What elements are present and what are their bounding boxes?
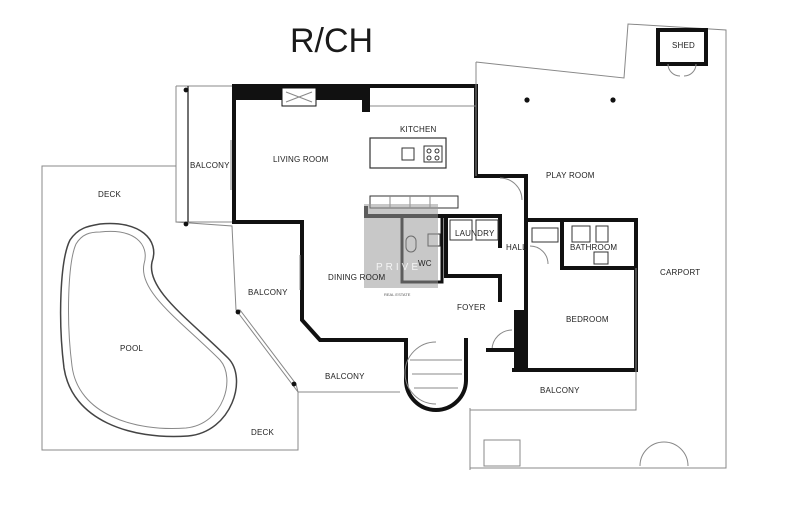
- room-label-deck-bottom: DECK: [251, 428, 274, 437]
- room-label-carport: CARPORT: [660, 268, 700, 277]
- washer: [449, 219, 473, 241]
- room-label-shed: SHED: [672, 41, 695, 50]
- sink: [401, 147, 415, 161]
- pool-shape: [59, 222, 238, 438]
- spiral-stair: [404, 341, 437, 405]
- burner: [434, 155, 440, 161]
- kitchen-island: [369, 137, 447, 169]
- stair-tower: [404, 338, 468, 412]
- bath-toilet: [571, 225, 591, 243]
- room-label-kitchen: KITCHEN: [400, 125, 437, 134]
- room-label-laundry: LAUNDRY: [455, 229, 495, 238]
- burner: [426, 155, 432, 161]
- post-marker: [183, 221, 189, 227]
- room-label-pool: POOL: [120, 344, 143, 353]
- room-label-bathroom: BATHROOM: [570, 243, 617, 252]
- room-label-living-room: LIVING ROOM: [273, 155, 329, 164]
- bath-shower: [593, 251, 609, 265]
- balcony-mid-outline: [236, 309, 400, 393]
- wall-pillar: [362, 86, 370, 112]
- post-marker: [610, 97, 616, 103]
- watermark-subtitle: REAL ESTATE: [384, 292, 411, 297]
- deck-outline: [41, 165, 299, 451]
- watermark-logo: [364, 204, 438, 288]
- room-label-bedroom: BEDROOM: [566, 315, 609, 324]
- gate: [483, 439, 521, 467]
- room-label-wc: WC: [418, 259, 432, 268]
- watermark-brand: PRIVE: [376, 262, 421, 273]
- cooktop: [423, 145, 443, 163]
- shed-walls: [656, 28, 708, 66]
- shed-doors: [667, 63, 697, 77]
- room-label-balcony-south: BALCONY: [325, 372, 365, 381]
- door-swing: [499, 177, 523, 201]
- post-marker: [524, 97, 530, 103]
- door-swing: [491, 329, 513, 351]
- bath-sink: [595, 225, 609, 243]
- room-label-balcony-west: BALCONY: [190, 161, 230, 170]
- post-marker: [235, 309, 241, 315]
- room-label-deck-top: DECK: [98, 190, 121, 199]
- hall-cabinet: [531, 227, 559, 243]
- fireplace-hatch: [285, 91, 313, 103]
- burner: [426, 148, 432, 154]
- wall-dining-west: [232, 220, 408, 342]
- room-label-balcony-mid: BALCONY: [248, 288, 288, 297]
- balcony-west-outline: [175, 85, 235, 223]
- wardrobe: [514, 310, 526, 370]
- door-swing: [529, 245, 549, 265]
- floor-title: R/CH: [290, 22, 373, 60]
- dryer: [475, 219, 499, 241]
- burner: [434, 148, 440, 154]
- pool-inner-edge: [68, 230, 228, 430]
- room-label-foyer: FOYER: [457, 303, 486, 312]
- room-label-dining-room: DINING ROOM: [328, 273, 385, 282]
- room-label-play-room: PLAY ROOM: [546, 171, 595, 180]
- carport-gate-swing: [639, 441, 689, 467]
- post-marker: [291, 381, 297, 387]
- room-label-balcony-bottom: BALCONY: [540, 386, 580, 395]
- post-marker: [183, 87, 189, 93]
- room-label-hall: HALL: [506, 243, 527, 252]
